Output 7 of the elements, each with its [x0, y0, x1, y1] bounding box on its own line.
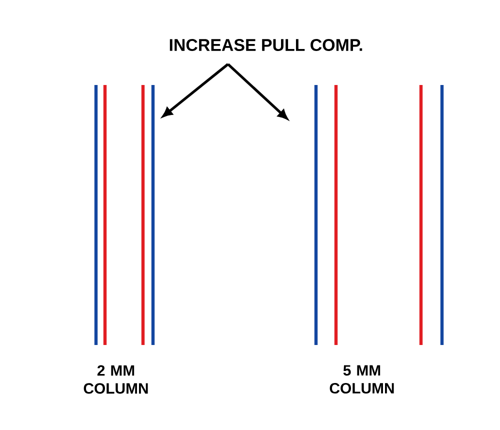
arrow: [227, 63, 288, 120]
arrow: [162, 63, 229, 117]
heading-text: INCREASE PULL COMP.: [170, 39, 362, 51]
column-label: 5 MM COLUMN: [330, 365, 394, 394]
column-drawing: [314, 85, 444, 345]
column-label: 2 MM COLUMN: [84, 365, 148, 394]
column-drawing: [94, 85, 155, 345]
